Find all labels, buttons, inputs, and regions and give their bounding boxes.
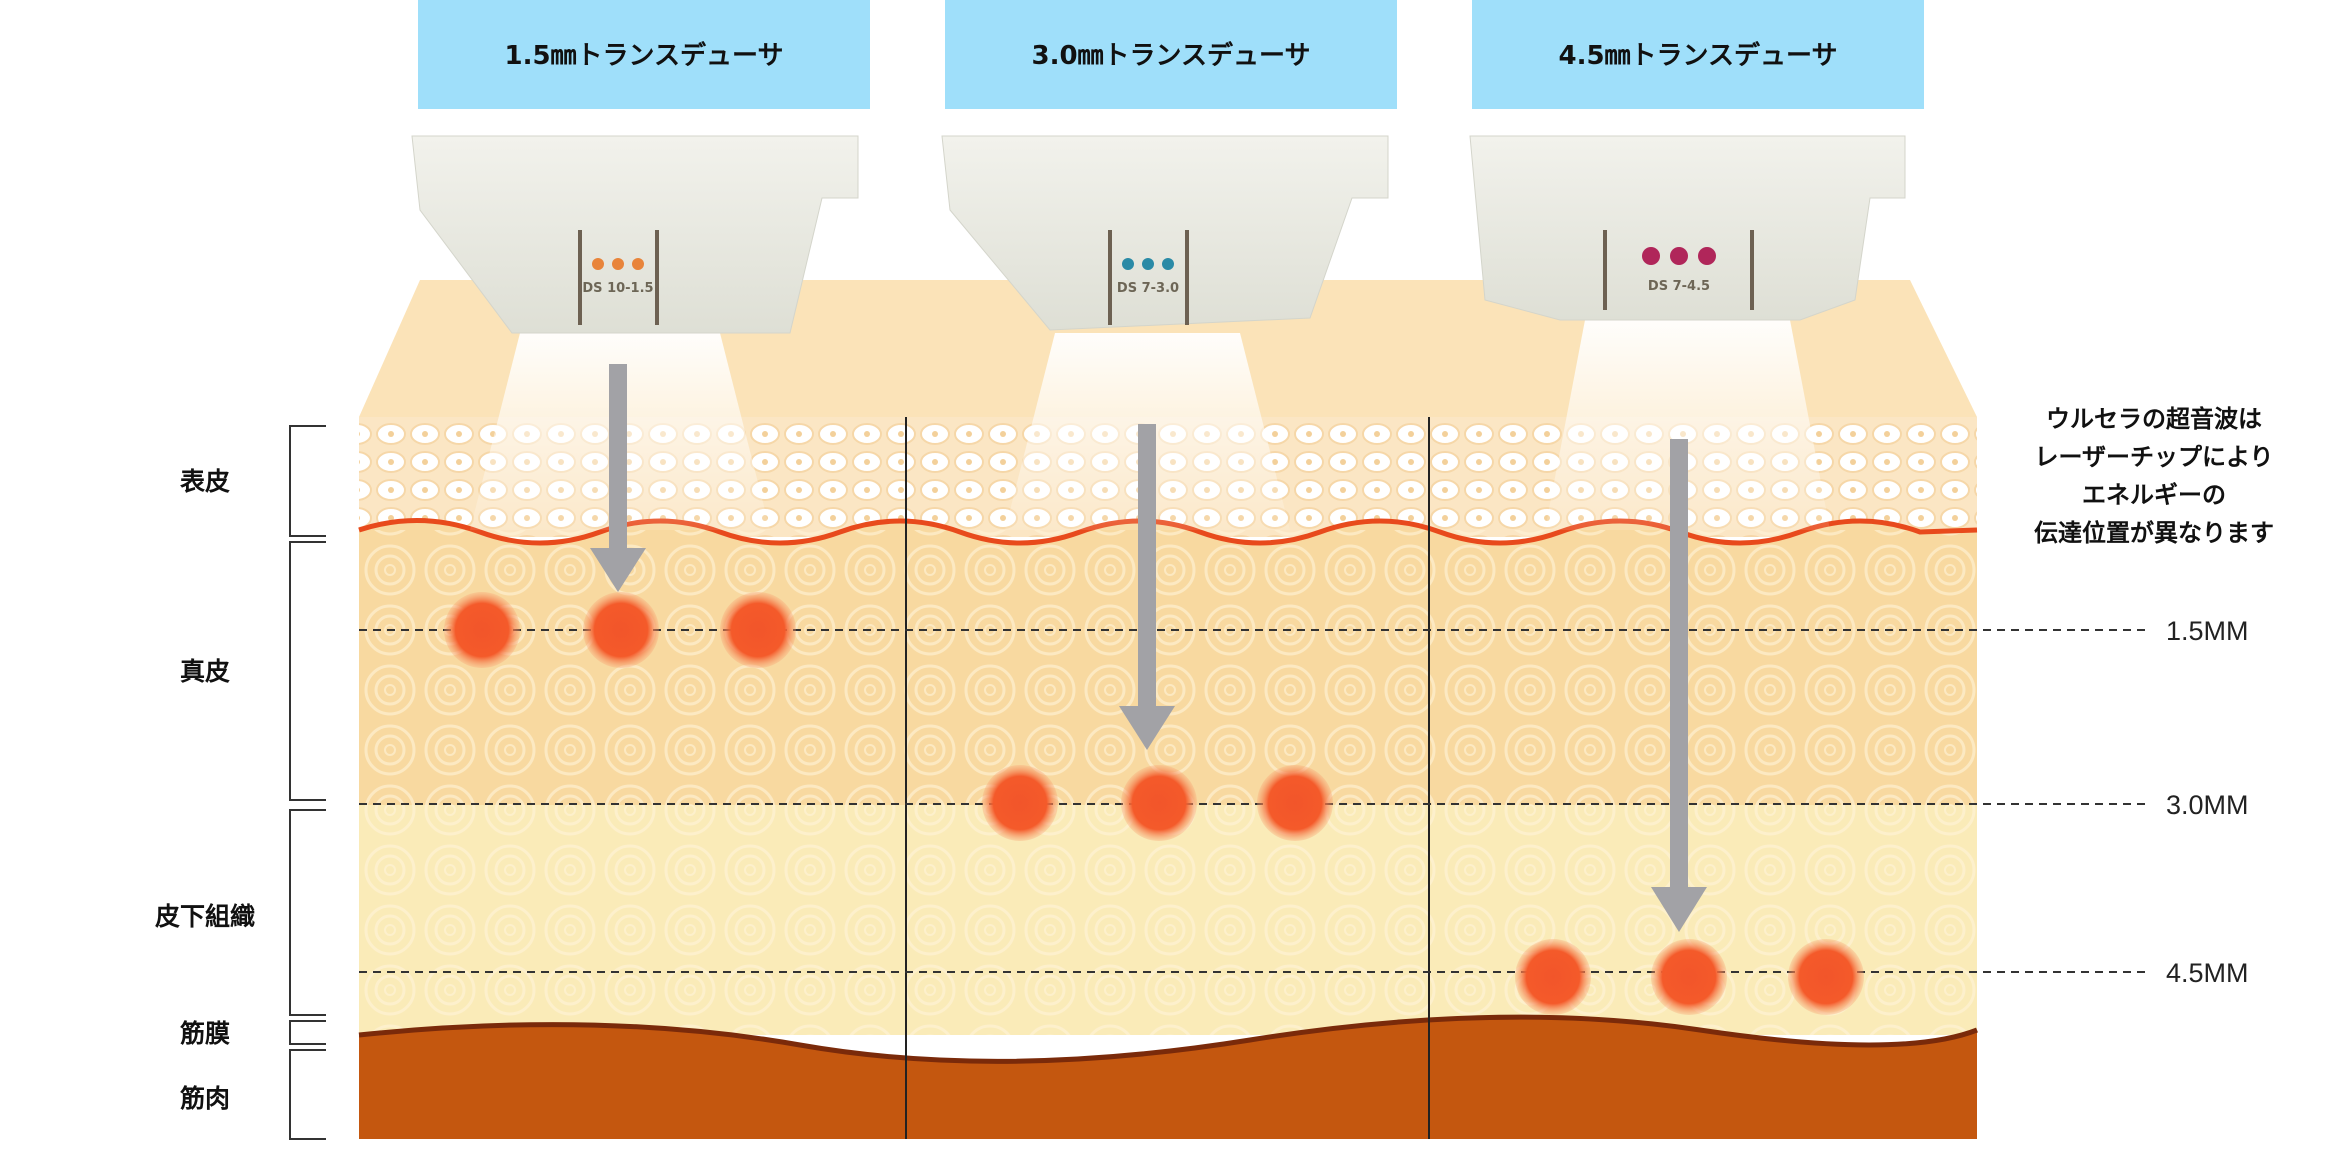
arrow-icon: [1119, 424, 1175, 750]
transducer-3: 4.5㎜トランスデューサ DS 7-4.5: [1469, 0, 1924, 321]
muscle-layer: [359, 1017, 1977, 1139]
transducer-2: 3.0㎜トランスデューサ DS 7-3.0: [941, 0, 1397, 331]
note-line: レーザーチップにより: [2034, 443, 2273, 471]
arrow-icon: [590, 364, 646, 592]
focal-point: [1651, 939, 1727, 1015]
note-line: ウルセラの超音波は: [2046, 405, 2262, 433]
focal-point: [1515, 939, 1591, 1015]
transducer-code: DS 7-3.0: [1117, 281, 1179, 296]
focal-point: [583, 592, 659, 668]
focal-point: [982, 765, 1058, 841]
focal-point: [1121, 765, 1197, 841]
depth-label: 3.0MM: [2166, 790, 2249, 820]
depth-line-4.5mm: 4.5MM: [359, 958, 2249, 988]
transducer-label-box: [945, 0, 1397, 109]
layer-label-epidermis: 表皮: [180, 467, 230, 496]
transducer-code: DS 10-1.5: [582, 281, 653, 296]
layer-label-muscle: 筋肉: [180, 1084, 230, 1113]
transducer-label: 3.0㎜トランスデューサ: [1031, 40, 1310, 71]
depth-line-3.0mm: 3.0MM: [359, 790, 2249, 820]
transducer-1: 1.5㎜トランスデューサ DS 10-1.5: [411, 0, 870, 334]
arrow-icon: [1651, 439, 1707, 932]
focal-points: [444, 592, 1864, 1015]
note-line: エネルギーの: [2082, 481, 2226, 509]
layer-label-fascia: 筋膜: [180, 1019, 230, 1048]
layer-brackets: [289, 425, 326, 1140]
depth-label: 1.5MM: [2166, 616, 2249, 646]
depth-label: 4.5MM: [2166, 958, 2249, 988]
focal-point: [1257, 765, 1333, 841]
transducer-label-box: [1472, 0, 1924, 109]
focal-point: [444, 592, 520, 668]
transducer-label: 4.5㎜トランスデューサ: [1558, 40, 1837, 71]
focal-point: [720, 592, 796, 668]
layer-label-subcutis: 皮下組織: [155, 902, 255, 931]
transducer-label: 1.5㎜トランスデューサ: [504, 40, 783, 71]
note-line: 伝達位置が異なります: [2034, 519, 2274, 547]
transducer-label-box: [418, 0, 870, 109]
transducer-code: DS 7-4.5: [1648, 279, 1710, 294]
focal-point: [1788, 939, 1864, 1015]
explanation-note: ウルセラの超音波は レーザーチップにより エネルギーの 伝達位置が異なります: [2034, 405, 2274, 547]
layer-label-dermis: 真皮: [180, 657, 230, 686]
